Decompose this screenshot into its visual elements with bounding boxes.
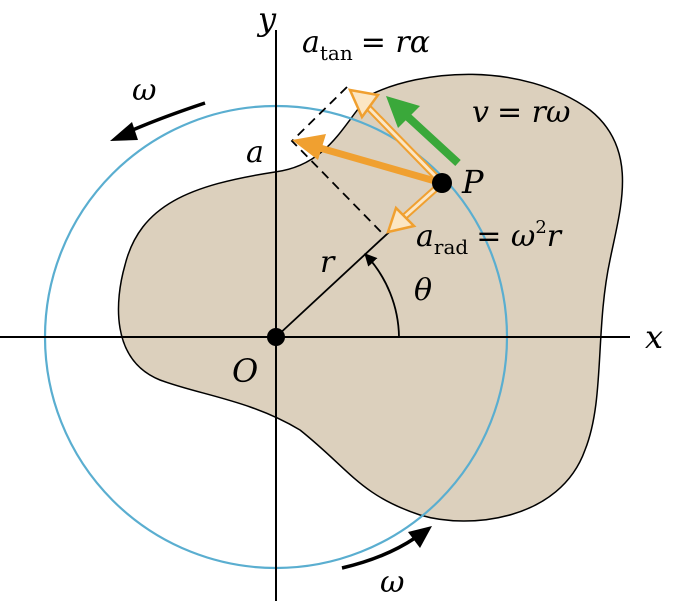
x-axis-label: x (645, 318, 663, 356)
omega-top-label: ω (132, 73, 156, 108)
point-p (432, 173, 452, 193)
tangential-acceleration-label: atan= rα (302, 25, 430, 65)
omega-bottom-label: ω (380, 565, 404, 600)
velocity-label: v= rω (472, 95, 570, 130)
angle-label: θ (414, 273, 432, 308)
radius-label: r (320, 245, 336, 280)
omega-arrow-bottom (341, 526, 432, 570)
radial-acceleration-label: arad= ω2r (416, 217, 563, 259)
angle-arc (364, 253, 400, 338)
component-dashed-lines (290, 86, 384, 235)
velocity-arrow (386, 96, 461, 166)
resultant-acceleration-label: a (246, 135, 264, 170)
rigid-body (117, 73, 624, 522)
y-axis-label: y (256, 0, 277, 38)
origin-label: O (232, 352, 258, 390)
origin-point (267, 328, 285, 346)
resultant-acceleration-arrow (292, 134, 443, 187)
omega-arrow-top (110, 101, 206, 141)
tangential-acceleration-arrow (347, 88, 445, 186)
point-p-label: P (461, 163, 484, 201)
